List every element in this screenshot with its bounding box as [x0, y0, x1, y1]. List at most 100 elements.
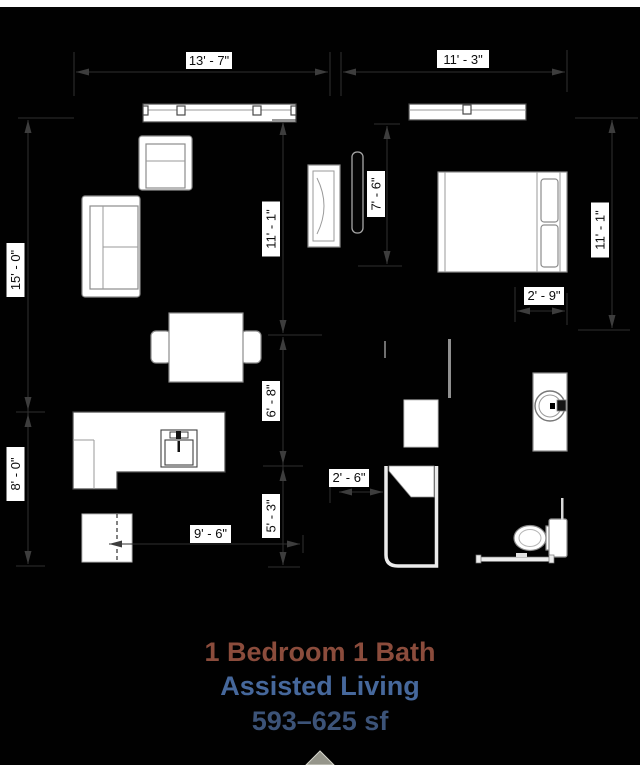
dim-arrow	[279, 337, 287, 350]
grab-bar-end	[548, 554, 555, 564]
dining-chair-left	[150, 330, 172, 364]
dim-arrow	[552, 68, 565, 76]
tv-console-inner	[312, 170, 335, 242]
grab-bar-horizontal	[477, 556, 553, 562]
dim-label-text: 2' - 6"	[332, 470, 365, 485]
armchair-seat	[145, 143, 186, 189]
sink-drain-line	[177, 441, 180, 452]
dim-arrow	[608, 315, 616, 328]
dim-label-text: 11' - 1"	[264, 209, 279, 249]
toilet-tank	[548, 518, 568, 558]
pillow	[540, 224, 559, 268]
dim-arrow	[279, 320, 287, 333]
tv-screen-curve	[316, 177, 325, 235]
dim-arrow	[383, 126, 391, 139]
dim-label-bath-entry: 2' - 6"	[329, 469, 369, 487]
dim-label-left-upper: 15' - 0"	[6, 243, 25, 297]
sink-faucet	[176, 431, 181, 439]
vanity-faucet	[556, 399, 567, 412]
refrigerator	[81, 513, 133, 563]
dim-arrow	[24, 551, 32, 564]
window-mullion	[176, 105, 186, 116]
dim-arrow	[279, 451, 287, 464]
window-end-cap	[290, 105, 297, 116]
dim-label-text: 9' - 6"	[194, 526, 227, 541]
dim-label-text: 6' - 8"	[264, 384, 279, 417]
dim-label-text: 5' - 3"	[264, 499, 279, 532]
dim-arrow	[287, 540, 300, 548]
dining-set	[150, 312, 262, 383]
dim-arrow	[383, 251, 391, 264]
living-window-frame	[142, 103, 297, 123]
pillow	[540, 178, 559, 223]
dimension-lines	[16, 50, 638, 568]
north-arrow-tip	[305, 750, 335, 765]
kitchen	[72, 411, 226, 563]
grab-bar-end	[475, 554, 482, 564]
vanity-faucet-handle	[550, 403, 555, 409]
dim-label-living-width: 13' - 7"	[186, 52, 232, 69]
dim-label-bedroom-width: 11' - 3"	[437, 50, 489, 68]
dim-arrow	[24, 397, 32, 410]
toilet-seat-line	[518, 529, 542, 547]
sliding-door	[448, 339, 451, 398]
dim-label-bed-clearance: 2' - 9"	[524, 287, 564, 305]
dim-label-text: 13' - 7"	[189, 53, 230, 68]
furniture-layer	[72, 103, 568, 568]
plan-title: 1 Bedroom 1 Bath	[204, 637, 435, 667]
dim-arrow	[279, 122, 287, 135]
dim-arrow	[339, 488, 352, 496]
shower	[384, 465, 439, 568]
toilet	[513, 518, 568, 558]
vanity	[532, 372, 568, 452]
dim-label-text: 8' - 0"	[8, 457, 23, 490]
dim-label-left-lower: 8' - 0"	[6, 447, 25, 501]
dim-label-tv-wall: 7' - 6"	[367, 171, 385, 217]
window-mullion	[252, 105, 262, 116]
linen-closet	[403, 399, 439, 448]
dining-table	[168, 312, 244, 383]
grab-bar-vertical	[561, 498, 564, 520]
dim-label-text: 7' - 6"	[369, 177, 384, 210]
dim-arrow	[24, 120, 32, 133]
dim-arrow	[109, 540, 122, 548]
dim-label-kitchen-width: 9' - 6"	[190, 525, 231, 543]
dim-label-text: 11' - 3"	[443, 52, 483, 67]
dim-arrow	[517, 307, 530, 315]
dim-label-entry-depth: 5' - 3"	[262, 494, 280, 538]
dim-label-kitchen-depth: 6' - 8"	[262, 381, 280, 421]
dining-chair-right	[240, 330, 262, 364]
plan-subtitle: Assisted Living	[220, 671, 420, 701]
dim-arrow	[279, 468, 287, 481]
dimension-labels: 13' - 7" 11' - 3" 15' - 0" 11' - 1" 7' -…	[6, 50, 609, 543]
dim-label-text: 2' - 9"	[527, 288, 560, 303]
dim-arrow	[343, 68, 356, 76]
wall-tv	[351, 151, 364, 234]
window-end-cap	[142, 105, 149, 116]
dim-arrow	[279, 552, 287, 565]
dim-label-text: 11' - 1"	[593, 210, 608, 250]
dim-arrow	[370, 488, 383, 496]
window-mullion	[462, 104, 472, 115]
shower-seat	[388, 465, 435, 498]
wall-edge-line	[384, 341, 386, 358]
grab-bar-mount	[516, 553, 527, 557]
sofa	[81, 195, 141, 298]
bedroom-window	[408, 103, 527, 121]
dim-label-bedroom-depth: 11' - 1"	[591, 202, 609, 258]
dim-arrow	[608, 120, 616, 133]
dim-arrow	[76, 68, 89, 76]
plan-area-text: 593–625 sf	[252, 706, 390, 736]
top-margin-strip	[0, 0, 640, 7]
grab-bars	[475, 498, 564, 564]
armchair	[138, 135, 193, 191]
dim-arrow	[315, 68, 328, 76]
dim-arrow	[24, 414, 32, 427]
shower-walls	[384, 466, 439, 568]
living-window	[142, 103, 297, 123]
bed	[437, 171, 568, 273]
tv-console	[307, 164, 341, 248]
dim-label-living-depth: 11' - 1"	[262, 201, 280, 257]
dim-arrow	[552, 307, 565, 315]
